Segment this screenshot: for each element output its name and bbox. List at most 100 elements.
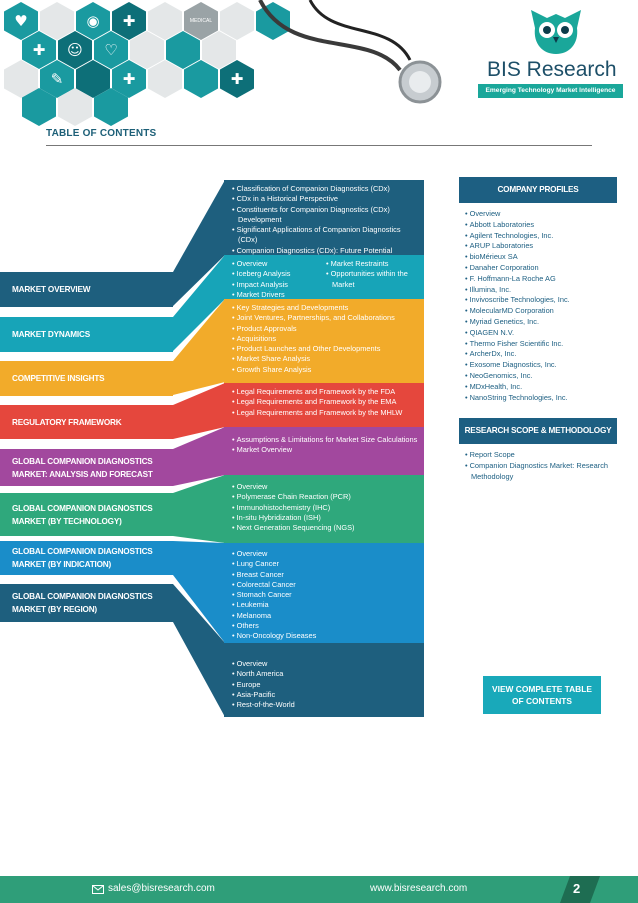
list-item: Immunohistochemistry (IHC): [230, 503, 418, 513]
hex-tile: [220, 2, 254, 40]
list-item: Thermo Fisher Scientific Inc.: [463, 339, 615, 350]
owl-logo-icon: [531, 10, 581, 54]
page-number: 2: [573, 881, 581, 896]
list-item: Product Approvals: [230, 324, 418, 334]
company-profiles-box: COMPANY PROFILES Overview Abbott Laborat…: [459, 177, 617, 408]
list-item: Overview: [230, 549, 418, 559]
list-item: Significant Applications of Companion Di…: [230, 225, 418, 246]
section-label: REGULATORY FRAMEWORK: [12, 417, 122, 427]
list-item: Classification of Companion Diagnostics …: [230, 184, 418, 194]
view-complete-toc-button[interactable]: VIEW COMPLETE TABLE OF CONTENTS: [483, 676, 601, 714]
list-item: Assumptions & Limitations for Market Siz…: [230, 435, 418, 445]
list-item: Invivoscribe Technologies, Inc.: [463, 295, 615, 306]
section-by-technology[interactable]: GLOBAL COMPANION DIAGNOSTICS MARKET (BY …: [0, 493, 173, 536]
list-item: Overview: [230, 482, 418, 492]
panel-market-overview: Classification of Companion Diagnostics …: [224, 180, 424, 255]
eye-icon: ◉: [76, 2, 110, 40]
hex-tile: [130, 31, 164, 69]
section-label: GLOBAL COMPANION DIAGNOSTICS MARKET (BY …: [12, 547, 153, 569]
list-item: Opportunities within the Market: [324, 269, 418, 290]
list-item: Non-Oncology Diseases: [230, 631, 418, 641]
research-scope-box: RESEARCH SCOPE & METHODOLOGY Report Scop…: [459, 418, 617, 487]
pill-icon: ✚: [112, 2, 146, 40]
section-market-dynamics[interactable]: MARKET DYNAMICS: [0, 317, 173, 352]
hex-tile: [94, 88, 128, 126]
list-item: Market Restraints: [324, 259, 418, 269]
section-regulatory-framework[interactable]: REGULATORY FRAMEWORK: [0, 405, 173, 439]
list-item: Polymerase Chain Reaction (PCR): [230, 492, 418, 502]
panel-market-dynamics: Overview Iceberg Analysis Impact Analysi…: [224, 255, 424, 299]
list-item: Asia-Pacific: [230, 690, 418, 700]
section-by-indication[interactable]: GLOBAL COMPANION DIAGNOSTICS MARKET (BY …: [0, 541, 173, 575]
list-item: Exosome Diagnostics, Inc.: [463, 360, 615, 371]
first-aid-kit-icon: ✚: [220, 60, 254, 98]
medical-label-tile: MEDICAL: [184, 2, 218, 40]
list-item: CDx in a Historical Perspective: [230, 194, 418, 204]
hex-tile: [148, 60, 182, 98]
list-item: Danaher Corporation: [463, 263, 615, 274]
hex-tile: [58, 88, 92, 126]
panel-regulatory-framework: Legal Requirements and Framework by the …: [224, 383, 424, 427]
list-item: Acquisitions: [230, 334, 418, 344]
list-item: In-situ Hybridization (ISH): [230, 513, 418, 523]
hex-tile: [148, 2, 182, 40]
list-item: NeoGenomics, Inc.: [463, 371, 615, 382]
list-item: Market Overview: [230, 445, 418, 455]
hex-tile: [184, 60, 218, 98]
stethoscope-image: [258, 0, 442, 104]
section-by-region[interactable]: GLOBAL COMPANION DIAGNOSTICS MARKET (BY …: [0, 584, 173, 622]
panel-by-technology: Overview Polymerase Chain Reaction (PCR)…: [224, 475, 424, 543]
list-item: Key Strategies and Developments: [230, 303, 418, 313]
heartbeat-icon: ♡: [94, 31, 128, 69]
list-item: Abbott Laboratories: [463, 220, 615, 231]
section-label: MARKET DYNAMICS: [12, 330, 90, 339]
footer-website-link[interactable]: www.bisresearch.com: [370, 883, 468, 894]
list-item: F. Hoffmann-La Roche AG: [463, 274, 615, 285]
section-market-overview[interactable]: MARKET OVERVIEW: [0, 272, 173, 307]
list-item: QIAGEN N.V.: [463, 328, 615, 339]
research-scope-title: RESEARCH SCOPE & METHODOLOGY: [459, 418, 617, 444]
list-item: Impact Analysis: [230, 280, 324, 290]
list-item: Illumina, Inc.: [463, 285, 615, 296]
panel-analysis-forecast: Assumptions & Limitations for Market Siz…: [224, 427, 424, 475]
doctor-icon: ☺: [58, 31, 92, 69]
list-item: Lung Cancer: [230, 559, 418, 569]
footer-email-link[interactable]: sales@bisresearch.com: [108, 883, 215, 894]
list-item: Legal Requirements and Framework by the …: [230, 408, 418, 418]
list-item: Rest-of-the-World: [230, 700, 418, 710]
list-item: Companion Diagnostics (CDx): Future Pote…: [230, 246, 418, 256]
hex-tile: [166, 31, 200, 69]
medical-cross-icon: ✚: [22, 31, 56, 69]
heart-icon: ♥: [4, 2, 38, 40]
bandage-icon: ✚: [112, 60, 146, 98]
list-item: Market Drivers: [230, 290, 324, 300]
title-divider: [46, 145, 592, 146]
section-label: GLOBAL COMPANION DIAGNOSTICS MARKET: ANA…: [12, 456, 153, 479]
page-header: ♥ ◉ ✚ MEDICAL ✚ ☺ ♡ ✎ ✚ ✚ BI: [0, 0, 638, 126]
list-item: MolecularMD Corporation: [463, 306, 615, 317]
hex-tile: [40, 2, 74, 40]
hex-tile: [202, 31, 236, 69]
list-item: Joint Ventures, Partnerships, and Collab…: [230, 313, 418, 323]
list-item: Breast Cancer: [230, 570, 418, 580]
panel-by-region: Overview North America Europe Asia-Pacif…: [224, 643, 424, 717]
list-item: Leukemia: [230, 600, 418, 610]
list-item: Melanoma: [230, 611, 418, 621]
list-item: Stomach Cancer: [230, 590, 418, 600]
list-item: Iceberg Analysis: [230, 269, 324, 279]
section-label: MARKET OVERVIEW: [12, 285, 91, 294]
company-profiles-title: COMPANY PROFILES: [459, 177, 617, 203]
list-item: Market Share Analysis: [230, 354, 418, 364]
list-item: MDxHealth, Inc.: [463, 382, 615, 393]
list-item: Next Generation Sequencing (NGS): [230, 523, 418, 533]
list-item: Constituents for Companion Diagnostics (…: [230, 205, 418, 226]
list-item: Europe: [230, 680, 418, 690]
section-competitive-insights[interactable]: COMPETITIVE INSIGHTS: [0, 361, 173, 396]
envelope-icon: [92, 885, 104, 894]
list-item: Growth Share Analysis: [230, 365, 418, 375]
section-analysis-forecast[interactable]: GLOBAL COMPANION DIAGNOSTICS MARKET: ANA…: [0, 449, 173, 486]
list-item: Overview: [230, 659, 418, 669]
list-item: Myriad Genetics, Inc.: [463, 317, 615, 328]
connector-wedges: [173, 180, 225, 717]
list-item: ARUP Laboratories: [463, 241, 615, 252]
